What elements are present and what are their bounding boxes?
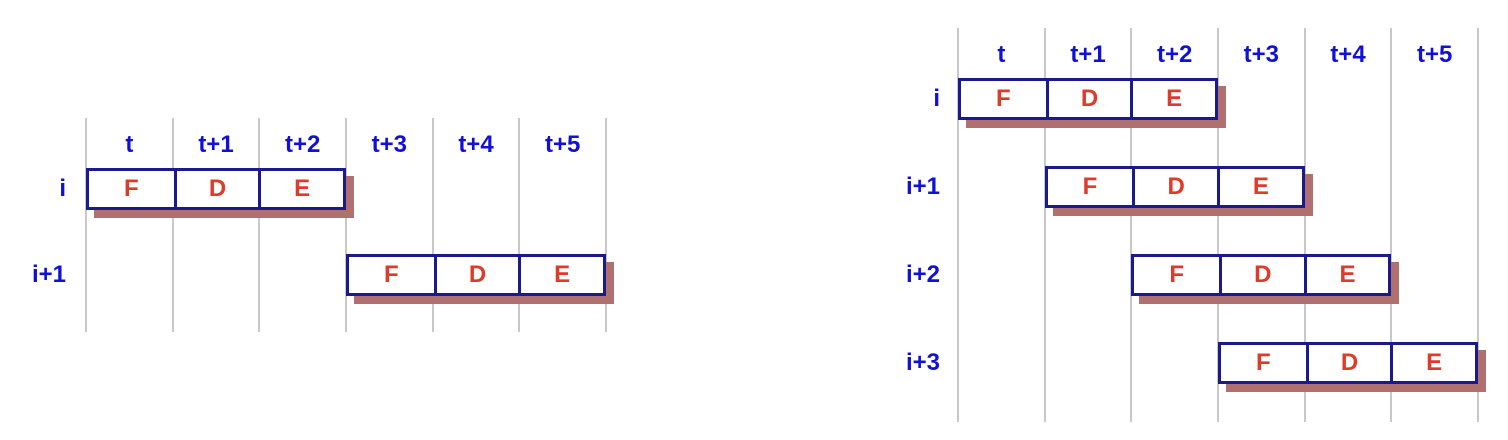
time-column-header: t+4: [1330, 41, 1366, 68]
instruction-label: i: [933, 85, 940, 112]
grid-line: [1477, 28, 1480, 422]
grid-line: [171, 118, 174, 332]
pipeline-stage-cell: D: [1305, 345, 1391, 381]
pipeline-stage-cell: E: [1303, 257, 1389, 293]
time-column-header: t+2: [1156, 41, 1193, 68]
instruction-label: i: [59, 175, 66, 202]
pipeline-stage-cell: E: [1130, 81, 1215, 117]
grid-line: [431, 118, 434, 332]
instruction-label: i+2: [905, 261, 940, 288]
pipeline-stage-cell: F: [123, 175, 139, 202]
instruction-label: i+1: [31, 261, 66, 288]
time-column-header: t+1: [198, 131, 234, 158]
time-column-header: t+5: [1416, 41, 1453, 68]
pipeline-stage-cell: E: [1216, 169, 1302, 205]
pipeline-stage-cell: F: [1255, 349, 1271, 376]
pipeline-stage-cell: E: [258, 171, 343, 207]
instruction-label: i+1: [905, 173, 940, 200]
grid-line: [345, 118, 347, 332]
time-column-header: t+2: [284, 131, 321, 158]
grid-line: [605, 118, 608, 332]
grid-line: [1390, 28, 1393, 422]
grid-line: [258, 118, 261, 332]
grid-line: [1043, 28, 1046, 422]
pipeline-stage-cell: D: [433, 257, 519, 293]
grid-line: [85, 118, 87, 332]
pipeline-stage-cell: D: [173, 171, 259, 207]
time-column-header: t: [997, 41, 1006, 68]
pipeline-stage-cell: F: [995, 85, 1011, 112]
time-column-header: t+3: [371, 131, 408, 158]
grid-line: [1303, 28, 1306, 422]
pipeline-stage-cell: D: [1045, 81, 1131, 117]
time-column-header: t+4: [458, 131, 494, 158]
pipeline-stage-cell: D: [1132, 169, 1217, 205]
instruction-label: i+3: [905, 349, 940, 376]
grid-line: [957, 28, 959, 422]
grid-line: [1217, 28, 1219, 422]
time-column-header: t: [125, 131, 134, 158]
grid-line: [1130, 28, 1133, 422]
pipeline-stage-cell: D: [1218, 257, 1304, 293]
time-column-header: t+1: [1070, 41, 1106, 68]
grid-line: [518, 118, 521, 332]
pipeline-stage-cell: F: [1169, 261, 1184, 288]
pipeline-stage-cell: F: [1082, 173, 1098, 200]
time-column-header: t+5: [544, 131, 581, 158]
pipeline-stage-cell: F: [383, 261, 399, 288]
pipeline-stage-cell: E: [518, 257, 603, 293]
time-column-header: t+3: [1243, 41, 1280, 68]
pipeline-stage-cell: E: [1390, 345, 1475, 381]
